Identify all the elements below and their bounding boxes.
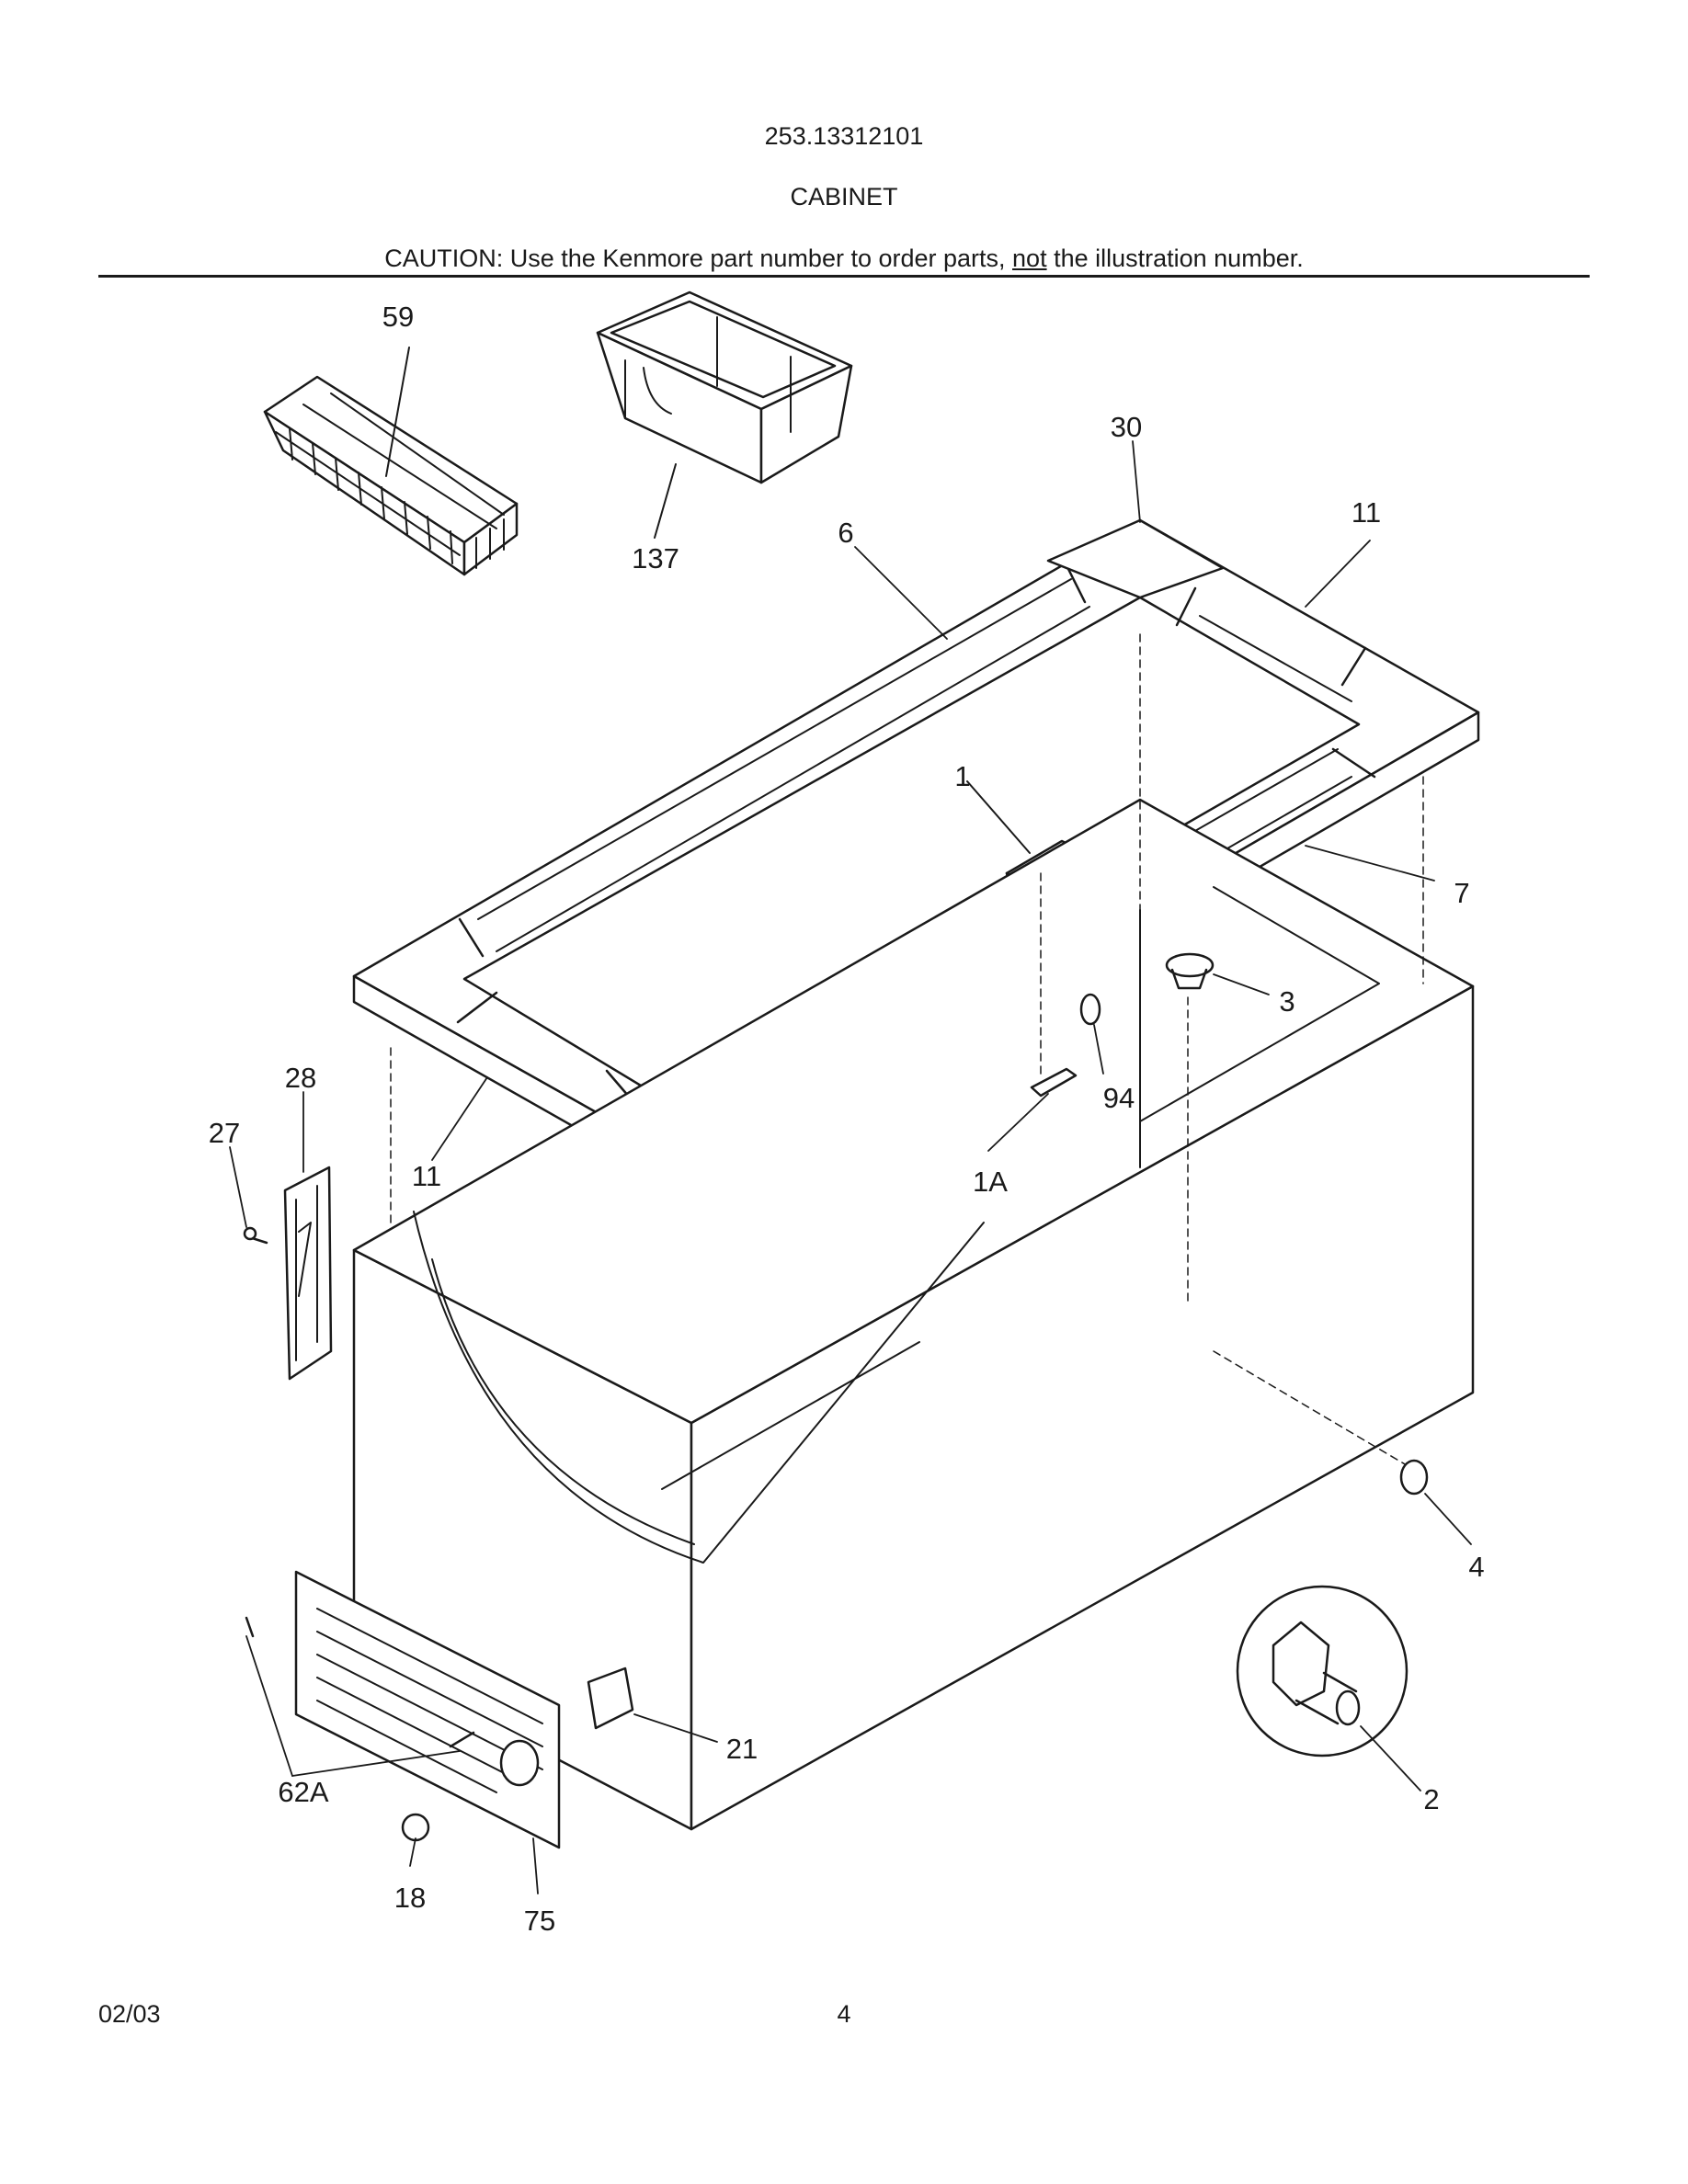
drain-parts [1030, 952, 1429, 1757]
callout-62A: 62A [278, 1776, 328, 1808]
callout-28: 28 [285, 1062, 316, 1094]
lid-hinge [243, 1166, 333, 1381]
caution-prefix: CAUTION: Use the Kenmore part number to … [384, 245, 1013, 272]
section-title: CABINET [790, 183, 898, 210]
caution-emphasis: not [1012, 245, 1047, 272]
callout-94: 94 [1103, 1082, 1135, 1114]
header-rule [98, 275, 1590, 278]
callout-11-top: 11 [1352, 496, 1381, 529]
page-number: 4 [837, 2000, 851, 2028]
freezer-basket [263, 347, 519, 576]
storage-bin [596, 290, 853, 539]
callout-59: 59 [382, 301, 414, 333]
callout-4: 4 [1468, 1551, 1484, 1583]
callout-18: 18 [394, 1882, 426, 1914]
front-grille [245, 1570, 634, 1849]
callout-labels: 59 137 30 11 6 1 7 3 94 1A 28 27 11 4 2 … [209, 301, 1485, 1937]
callout-2: 2 [1423, 1783, 1439, 1815]
callout-75: 75 [524, 1905, 555, 1937]
caution-note: CAUTION: Use the Kenmore part number to … [0, 245, 1688, 273]
callout-21: 21 [726, 1733, 758, 1765]
leader-lines [229, 440, 1472, 1894]
callout-1: 1 [954, 760, 970, 792]
callout-30: 30 [1111, 411, 1142, 443]
callout-27: 27 [209, 1117, 240, 1149]
model-number: 253.13312101 [764, 122, 924, 150]
caution-suffix: the illustration number. [1046, 245, 1304, 272]
footer-date: 02/03 [98, 2000, 161, 2028]
callout-1A: 1A [973, 1166, 1008, 1198]
callout-6: 6 [838, 517, 853, 549]
callout-3: 3 [1279, 985, 1295, 1018]
callout-7: 7 [1454, 877, 1469, 909]
callout-137: 137 [632, 542, 679, 574]
callout-11-bottom: 11 [412, 1160, 441, 1192]
